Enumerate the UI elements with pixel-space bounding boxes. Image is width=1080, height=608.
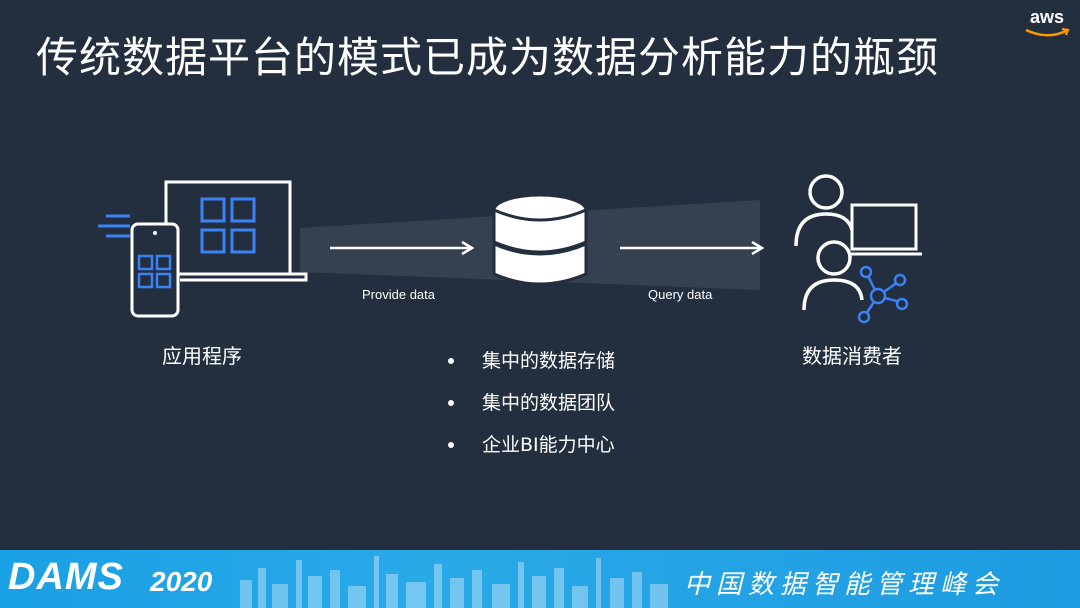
- bullet-list: 集中的数据存储 集中的数据团队 企业BI能力中心: [444, 346, 615, 472]
- aws-smile-icon: [1025, 27, 1070, 37]
- data-consumers-label: 数据消费者: [802, 344, 902, 368]
- event-year: 2020: [150, 566, 213, 597]
- city-skyline-graphic: [240, 556, 668, 608]
- laptop-icon: [164, 180, 308, 282]
- motion-lines-icon: [98, 214, 130, 238]
- query-data-label: Query data: [648, 287, 713, 302]
- aws-logo: aws: [1022, 8, 1072, 42]
- bullet-dot-icon: [448, 358, 454, 364]
- phone-icon: [130, 222, 180, 318]
- data-consumers-icon: [794, 174, 922, 324]
- conference-name: 中国数据智能管理峰会: [684, 570, 1005, 600]
- bullet-item: 集中的数据存储: [444, 346, 615, 388]
- bullet-dot-icon: [448, 400, 454, 406]
- bullet-text: 企业BI能力中心: [482, 434, 615, 456]
- bullet-text: 集中的数据团队: [482, 392, 616, 414]
- database-icon: [492, 193, 588, 286]
- arrow-query-data: [620, 240, 765, 256]
- bullet-text: 集中的数据存储: [482, 350, 616, 372]
- bullet-dot-icon: [448, 442, 454, 448]
- aws-logo-text: aws: [1029, 7, 1065, 27]
- bullet-item: 企业BI能力中心: [444, 430, 615, 472]
- arrow-provide-data: [330, 240, 475, 256]
- bullet-item: 集中的数据团队: [444, 388, 615, 430]
- dams-brand: DAMS: [8, 556, 124, 598]
- provide-data-label: Provide data: [362, 287, 435, 302]
- footer-banner: DAMS 2020 中国数据智能管理峰会: [0, 550, 1080, 608]
- slide-title: 传统数据平台的模式已成为数据分析能力的瓶颈: [36, 33, 940, 82]
- applications-label: 应用程序: [162, 344, 242, 368]
